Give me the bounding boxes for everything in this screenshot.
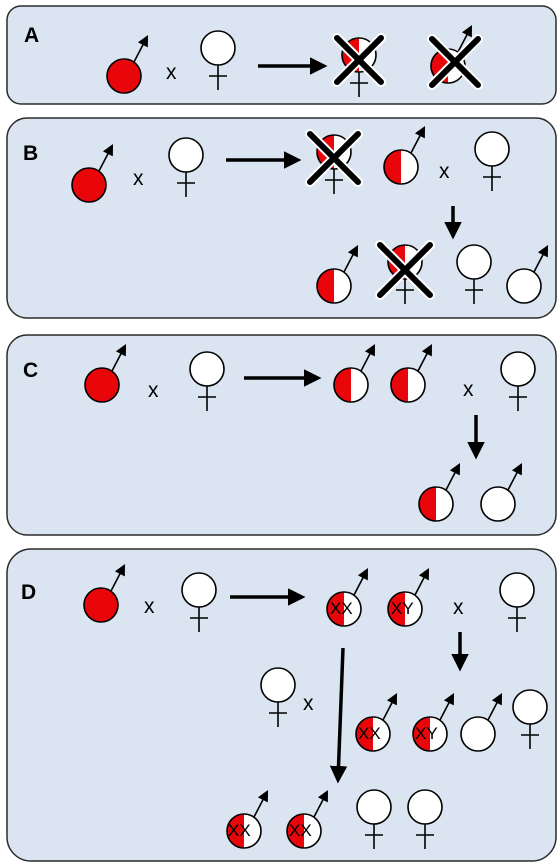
female-f2-white-d — [512, 689, 548, 749]
symbols-layer — [71, 25, 549, 849]
female-parent-b — [168, 137, 204, 197]
cross-symbol-d1: x — [144, 595, 155, 618]
male-f2-d-xy — [412, 693, 455, 752]
male-f2-white-b — [506, 245, 549, 304]
panel-label-c: C — [23, 359, 38, 382]
female-f3-d2 — [407, 789, 443, 849]
female-parent-c — [189, 351, 225, 411]
cross-symbol-b1: x — [133, 167, 144, 190]
female-f3-d1 — [356, 789, 392, 849]
genotype-label-d4: XY — [415, 724, 438, 743]
genotype-label-d3: XX — [358, 724, 381, 743]
male-f2-c — [418, 463, 461, 522]
panel-label-a: A — [24, 24, 39, 47]
female-mate-d2 — [260, 667, 296, 727]
female-parent-d — [181, 572, 217, 632]
male-f1-c1 — [333, 344, 376, 403]
female-mate-c — [500, 351, 536, 411]
genotype-label-d5: XX — [228, 821, 251, 840]
male-f2-white-d — [460, 693, 503, 752]
male-parent-a — [106, 35, 149, 94]
lethal-cross-icon — [375, 240, 435, 300]
panel-label-d: D — [21, 581, 36, 604]
female-f2-white-b — [456, 244, 492, 304]
cross-symbol-c1: x — [148, 379, 159, 402]
panel-a-box — [6, 5, 557, 105]
cross-symbol-d3: x — [303, 692, 314, 715]
panel-label-b: B — [23, 142, 38, 165]
female-parent-a — [200, 30, 236, 90]
panel-d-box — [6, 548, 557, 862]
female-mate-b — [474, 131, 510, 191]
male-parent-d — [83, 564, 126, 623]
male-f1-d-xy — [387, 568, 430, 627]
genotype-label-d6: XX — [289, 821, 312, 840]
lethal-cross-icon — [332, 33, 386, 87]
arrow-d-down-long — [329, 647, 348, 784]
cross-symbol-c2: x — [463, 378, 474, 401]
male-f3-d-xx1 — [226, 790, 269, 849]
male-f2-b — [316, 245, 359, 304]
male-f2-d-xx — [355, 693, 398, 752]
genotype-label-d1: XX — [330, 599, 353, 618]
cross-symbol-b2: x — [439, 160, 450, 183]
male-f1-d-xx — [326, 568, 369, 627]
male-f1-c2 — [390, 344, 433, 403]
cross-symbol-d2: x — [453, 596, 464, 619]
female-mate-d — [499, 572, 535, 632]
lethal-cross-icon — [427, 34, 483, 90]
male-parent-c — [84, 344, 127, 403]
genotype-label-d2: XY — [391, 599, 414, 618]
male-f2-white-c — [480, 463, 523, 522]
male-f3-d-xx2 — [286, 790, 329, 849]
male-f1-b — [383, 126, 426, 185]
cross-symbol-a: x — [166, 61, 177, 84]
lethal-cross-icon — [305, 129, 363, 187]
panel-c-box — [6, 334, 557, 536]
male-parent-b — [71, 144, 114, 203]
